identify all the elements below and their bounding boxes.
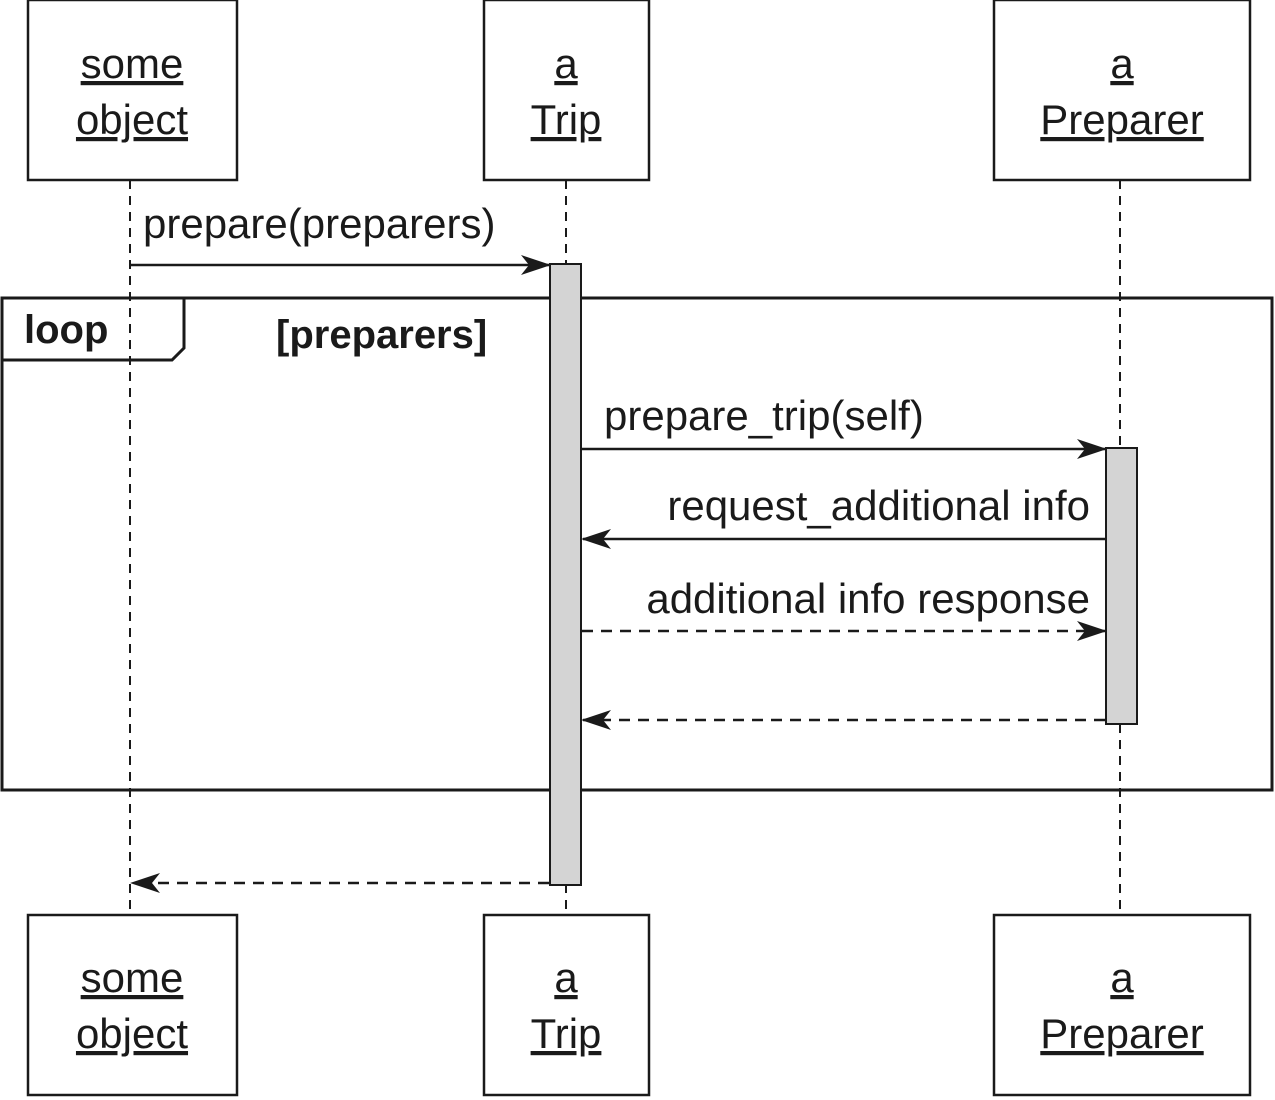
participant-name-line2: Preparer bbox=[1040, 96, 1203, 143]
loop-operator-tab bbox=[2, 298, 186, 362]
participant-a-trip-bottom: a Trip bbox=[482, 913, 651, 1097]
message-request-info: request_additional info bbox=[581, 482, 1105, 549]
loop-operator-label: loop bbox=[24, 308, 108, 352]
participant-name-line1: a bbox=[554, 40, 578, 87]
participant-name-line1: a bbox=[554, 954, 578, 1001]
participant-name-line2: object bbox=[76, 96, 188, 143]
activation-bar-a-preparer bbox=[1105, 447, 1138, 725]
participant-a-preparer-bottom: a Preparer bbox=[992, 913, 1252, 1097]
participant-a-trip-top: a Trip bbox=[482, 0, 651, 182]
participant-a-preparer-top: a Preparer bbox=[992, 0, 1252, 182]
message-prepare-trip: prepare_trip(self) bbox=[582, 392, 1107, 459]
message-label: prepare_trip(self) bbox=[604, 392, 924, 439]
participant-name-line2: Trip bbox=[531, 96, 602, 143]
participant-name-line1: a bbox=[1110, 954, 1134, 1001]
participant-some-object-top: some object bbox=[26, 0, 239, 182]
participant-name-line2: Trip bbox=[531, 1010, 602, 1057]
message-label: request_additional info bbox=[667, 482, 1090, 529]
message-prepare: prepare(preparers) bbox=[130, 200, 551, 275]
participant-name-line1: a bbox=[1110, 40, 1134, 87]
message-info-response: additional info response bbox=[582, 575, 1107, 641]
participant-some-object-bottom: some object bbox=[26, 913, 239, 1097]
loop-guard-label: [preparers] bbox=[276, 313, 487, 357]
loop-frame: loop [preparers] bbox=[0, 296, 1274, 792]
message-label: additional info response bbox=[646, 575, 1090, 622]
participant-name-line2: object bbox=[76, 1010, 188, 1057]
participant-name-line2: Preparer bbox=[1040, 1010, 1203, 1057]
message-label: prepare(preparers) bbox=[143, 200, 496, 247]
participant-name-line1: some bbox=[81, 40, 184, 87]
participant-name-line1: some bbox=[81, 954, 184, 1001]
activation-bar-a-trip bbox=[549, 263, 582, 886]
